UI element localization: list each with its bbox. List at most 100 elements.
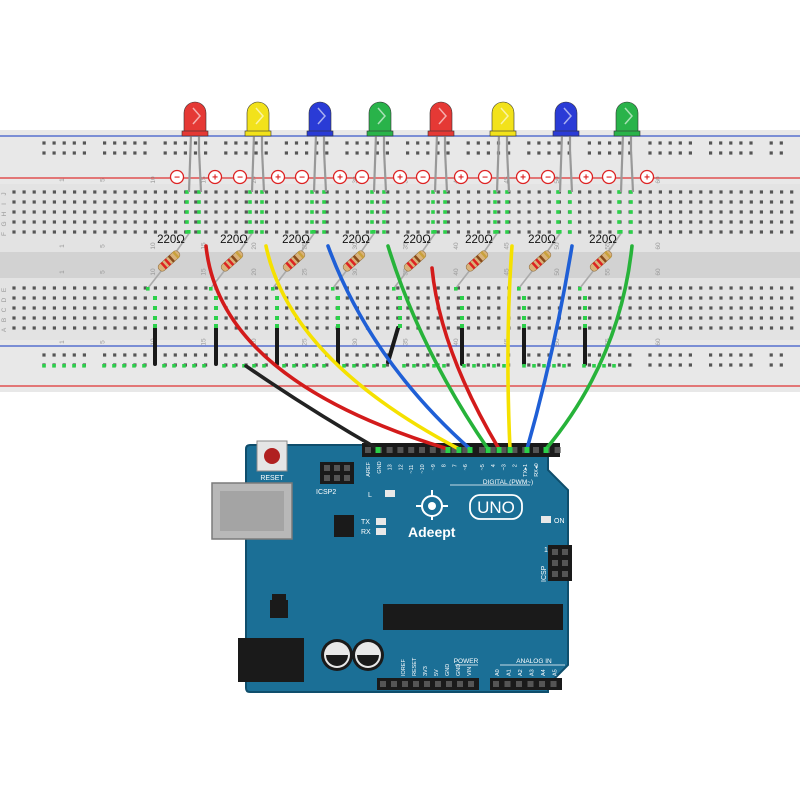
active-rail-hole <box>102 364 106 368</box>
hole <box>42 286 46 290</box>
hole <box>648 326 652 330</box>
power-pin[interactable] <box>380 681 386 687</box>
rail-hole <box>597 353 602 357</box>
digital-pin[interactable] <box>397 447 404 453</box>
column-number: 10 <box>150 268 157 276</box>
rail-hole <box>406 141 410 145</box>
digital-pin[interactable] <box>419 447 425 453</box>
rail-hole <box>527 363 531 367</box>
active-hole <box>197 220 201 224</box>
rail-hole <box>365 353 369 357</box>
hole <box>386 200 390 204</box>
digital-pin[interactable] <box>386 447 393 453</box>
digital-pin-label: 2 <box>512 464 518 467</box>
row-letter: H <box>1 211 8 216</box>
rail-hole <box>143 353 147 357</box>
digital-pin[interactable] <box>500 447 507 453</box>
power-pin[interactable] <box>468 681 474 687</box>
rail-hole <box>123 151 127 155</box>
analog-pin[interactable] <box>493 681 499 687</box>
column-number: 40 <box>453 338 460 346</box>
polarity-sign-text: + <box>644 173 650 184</box>
analog-pin[interactable] <box>539 681 545 687</box>
polarity-sign-text: + <box>337 173 343 184</box>
digital-pin[interactable] <box>365 447 371 453</box>
power-pin[interactable] <box>413 681 419 687</box>
power-pin[interactable] <box>391 681 397 687</box>
hole <box>638 306 642 310</box>
digital-pin[interactable] <box>489 447 496 453</box>
hole <box>12 200 16 204</box>
hole <box>22 220 26 224</box>
hole <box>12 326 16 330</box>
analog-pin[interactable] <box>504 681 511 687</box>
digital-pin[interactable] <box>533 447 539 453</box>
hole <box>709 296 713 300</box>
power-pin[interactable] <box>457 681 463 687</box>
digital-pin[interactable] <box>408 447 415 453</box>
digital-pin[interactable] <box>462 447 469 453</box>
polarity-sign-text: − <box>174 173 180 184</box>
hole <box>416 286 420 290</box>
hole <box>608 286 612 290</box>
hole <box>547 286 551 290</box>
hole <box>699 306 703 310</box>
wire-to-pin-7 <box>326 244 472 451</box>
hole <box>497 326 501 330</box>
hole <box>194 190 198 194</box>
icsp-pin1-label: 1 <box>544 547 548 554</box>
hole <box>163 210 168 214</box>
hole <box>487 230 491 234</box>
hole <box>224 190 228 194</box>
analog-pin[interactable] <box>527 681 534 687</box>
power-pin[interactable] <box>435 681 441 687</box>
power-pin[interactable] <box>402 681 408 687</box>
hole <box>588 190 592 194</box>
hole <box>264 286 269 290</box>
hole <box>22 230 26 234</box>
hole <box>194 286 198 290</box>
active-rail-hole <box>402 364 406 368</box>
reset-button-cap[interactable] <box>264 448 280 464</box>
terminal-strip-top <box>0 184 800 252</box>
digital-pin[interactable] <box>479 447 485 453</box>
hole <box>749 210 753 214</box>
rail-hole <box>204 141 208 145</box>
icsp-label: ICSP <box>541 565 548 582</box>
active-rail-hole <box>352 364 356 368</box>
hole <box>285 220 289 224</box>
hole <box>264 190 269 194</box>
column-number: 20 <box>251 338 258 346</box>
hole <box>547 210 551 214</box>
active-hole <box>260 190 264 194</box>
active-hole <box>443 210 447 214</box>
digital-pin[interactable] <box>554 447 561 453</box>
power-pin[interactable] <box>424 681 430 687</box>
analog-pin[interactable] <box>516 681 522 687</box>
hole <box>275 190 279 194</box>
rail-hole <box>133 353 137 357</box>
rail-hole <box>345 151 349 155</box>
led-red-1 <box>181 101 209 193</box>
digital-pin[interactable] <box>440 447 447 453</box>
hole <box>578 316 582 320</box>
rail-hole <box>315 363 319 367</box>
digital-pin[interactable] <box>451 447 458 453</box>
digital-pin[interactable] <box>429 447 436 453</box>
rail-hole <box>466 363 470 367</box>
hole <box>376 230 380 234</box>
digital-pin[interactable] <box>511 447 518 453</box>
hole <box>638 296 642 300</box>
hole <box>163 306 168 310</box>
polarity-sign-text: + <box>212 173 218 184</box>
hole <box>254 190 258 194</box>
analog-pin[interactable] <box>550 681 557 687</box>
polarity-sign-text: − <box>359 173 365 184</box>
power-pin[interactable] <box>446 681 452 687</box>
hole <box>93 326 97 330</box>
rail-hole <box>264 141 268 145</box>
polarity-sign-text: − <box>606 173 612 184</box>
hole <box>699 200 703 204</box>
hole <box>790 306 794 310</box>
active-rail-hole <box>72 364 76 368</box>
